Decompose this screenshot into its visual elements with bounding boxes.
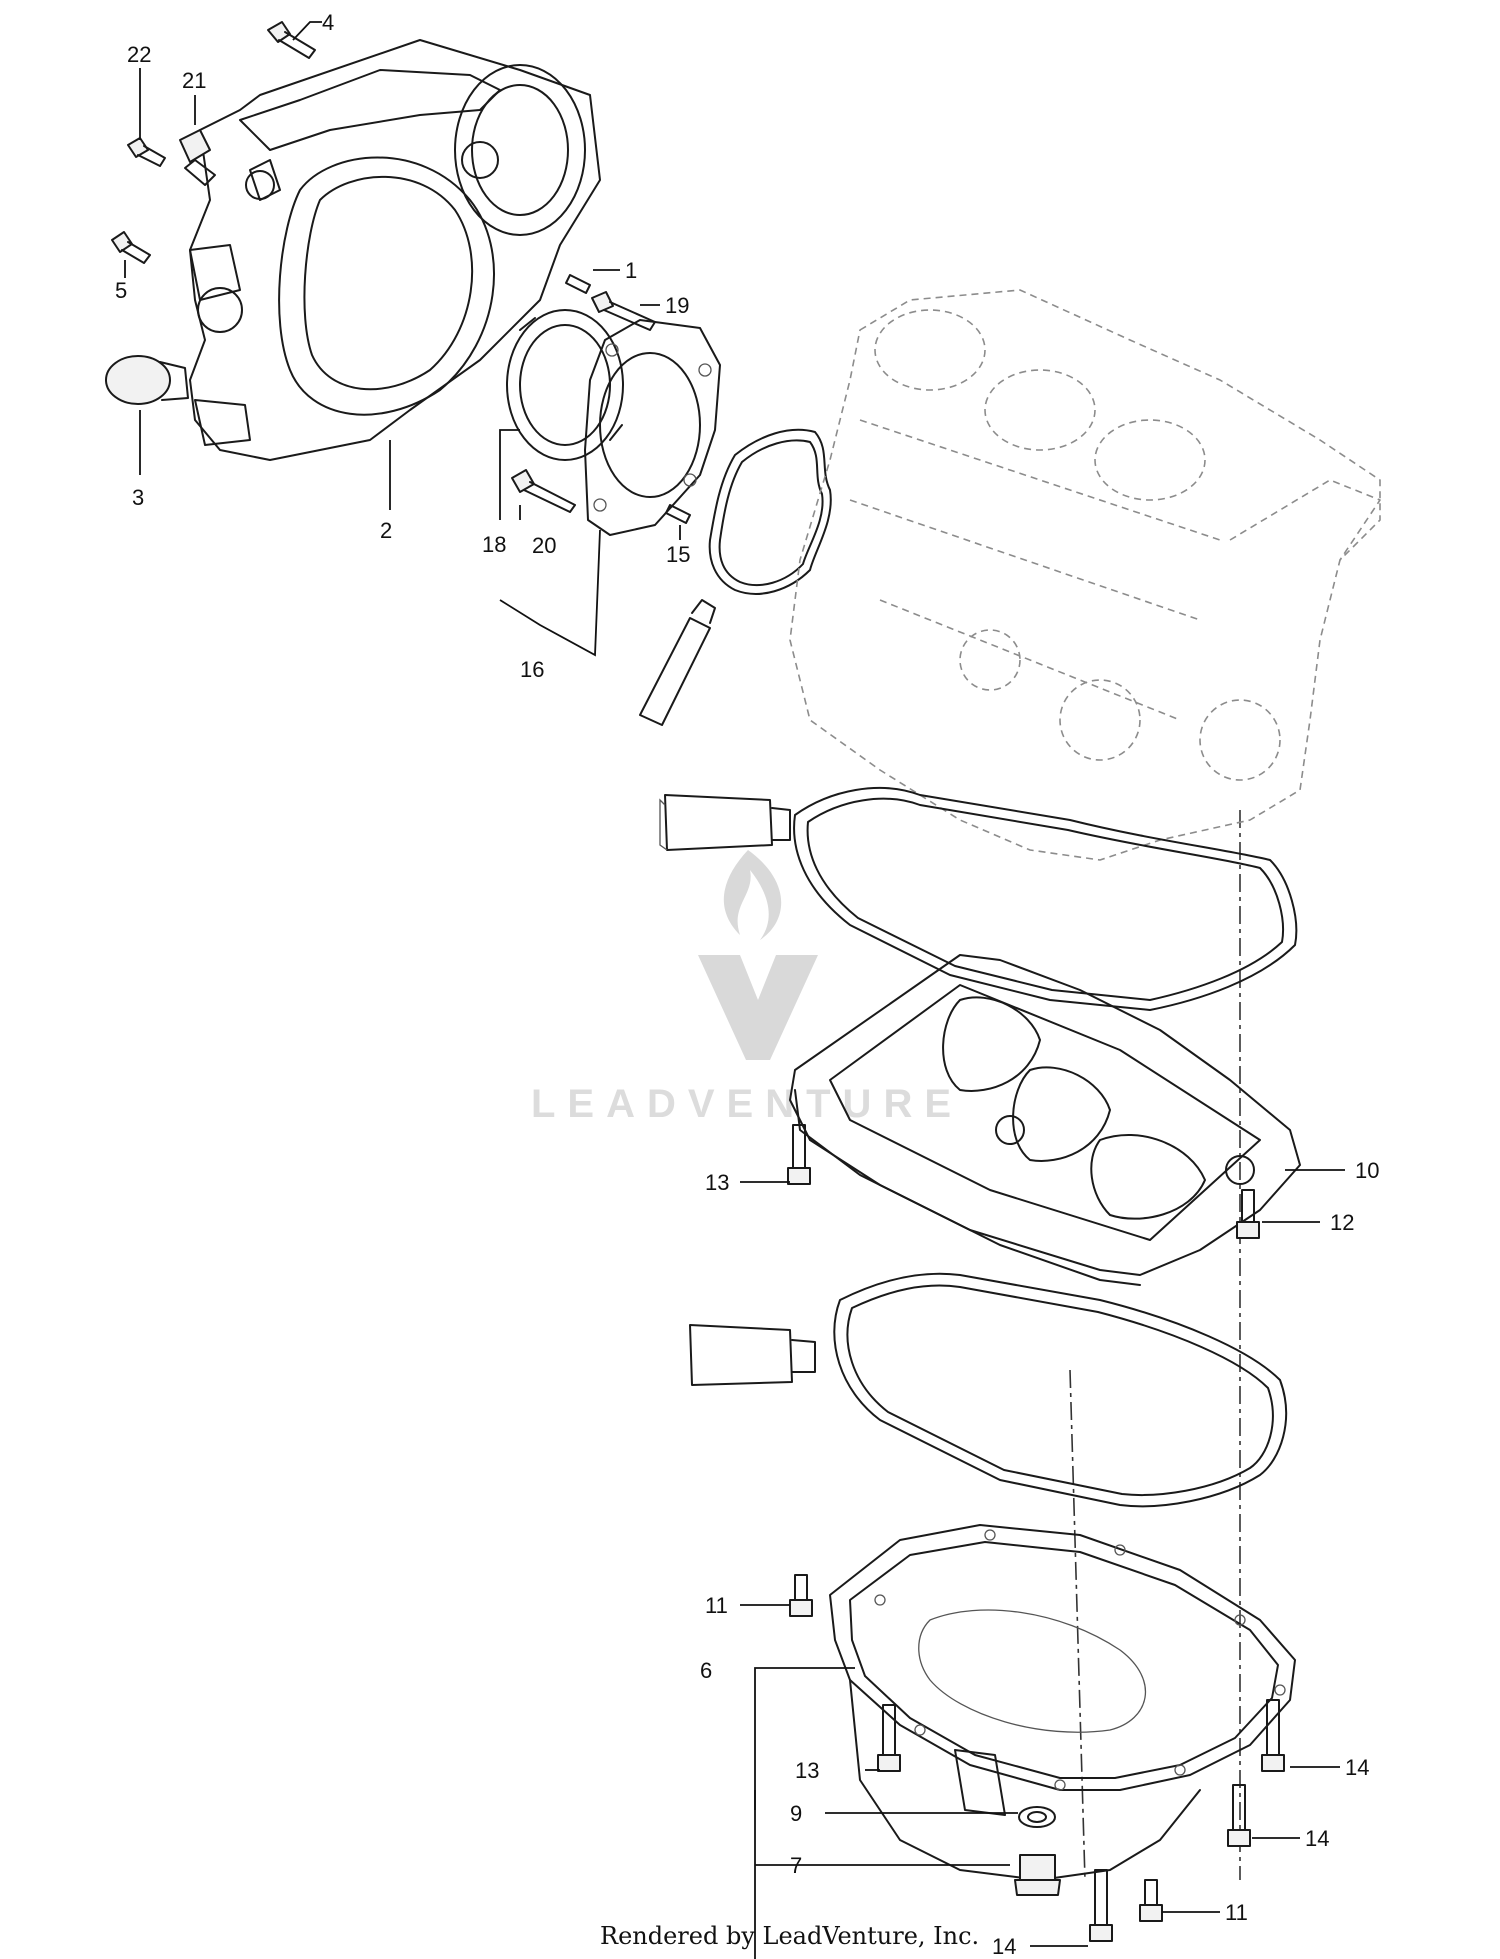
callout-14-right: 14 <box>1345 1755 1369 1780</box>
bolt-11-left <box>789 1574 813 1617</box>
oil-pan-gasket-upper-inner <box>806 797 1284 1001</box>
oil-seal-18 <box>506 309 624 461</box>
drain-plug-7 <box>1014 1854 1061 1896</box>
callout-11-left: 11 <box>705 1593 728 1618</box>
callout-18: 18 <box>482 532 506 557</box>
dowel-pin-1 <box>565 274 591 294</box>
callout-16: 16 <box>520 657 544 682</box>
lower-oil-pan-6 <box>829 1524 1296 1881</box>
callout-11-bottom: 11 <box>1225 1900 1248 1925</box>
bolt-13-lower <box>877 1704 901 1772</box>
callout-labels: 4 22 21 5 3 2 1 19 18 20 15 16 13 10 12 … <box>115 10 1379 1959</box>
callout-10: 10 <box>1355 1158 1379 1183</box>
cylinder-block-reference <box>789 289 1381 861</box>
bolt-14-bottom <box>1089 1869 1113 1942</box>
housing-gasket-inner <box>718 439 824 587</box>
callout-14-mid: 14 <box>1305 1826 1329 1851</box>
bolt-12 <box>1236 1189 1260 1239</box>
sensor-21 <box>179 129 216 186</box>
watermark-text: LEADVENTURE <box>531 1082 963 1126</box>
callout-15: 15 <box>666 542 690 567</box>
bolt-5 <box>111 231 151 264</box>
callout-4: 4 <box>322 10 334 35</box>
callout-20: 20 <box>532 533 556 558</box>
bolt-14-mid <box>1227 1784 1251 1847</box>
bolt-4 <box>267 21 316 59</box>
bolt-19 <box>591 291 656 331</box>
callout-1: 1 <box>625 258 637 283</box>
callout-7: 7 <box>790 1853 802 1878</box>
callout-3: 3 <box>132 485 144 510</box>
bolt-13-upper <box>787 1124 811 1185</box>
oil-pan-gasket-lower <box>833 1272 1288 1508</box>
bolt-14-right <box>1261 1699 1285 1772</box>
callout-12: 12 <box>1330 1210 1354 1235</box>
bolt-22 <box>127 137 166 167</box>
sealant-tube-1 <box>639 599 716 726</box>
washer-9 <box>1018 1806 1056 1828</box>
leadventure-watermark-logo: LEADVENTURE <box>531 850 963 1126</box>
callout-14-bottom: 14 <box>992 1934 1016 1959</box>
callout-19: 19 <box>665 293 689 318</box>
center-line-2 <box>1069 1369 1086 1881</box>
footer-credit: Rendered by LeadVenture, Inc. <box>600 1922 979 1950</box>
flywheel-housing <box>189 39 601 461</box>
oil-pan-gasket-lower-inner <box>846 1284 1274 1496</box>
callout-13-upper: 13 <box>705 1170 729 1195</box>
callout-21: 21 <box>182 68 206 93</box>
bolt-11-bottom <box>1139 1879 1163 1922</box>
bolt-20 <box>511 469 576 513</box>
oil-seal-case-16 <box>584 319 721 536</box>
washer-9-hole <box>1027 1811 1047 1823</box>
callout-13-lower: 13 <box>795 1758 819 1783</box>
callout-6: 6 <box>700 1658 712 1683</box>
callout-2: 2 <box>380 518 392 543</box>
dowel-pin-15 <box>665 504 691 524</box>
oil-pan-gasket-upper <box>793 786 1298 1011</box>
sealant-tube-2 <box>659 794 791 851</box>
sealant-tube-3 <box>689 1324 816 1386</box>
callout-5: 5 <box>115 278 127 303</box>
callout-22: 22 <box>127 42 151 67</box>
upper-oil-pan-10 <box>789 954 1301 1286</box>
leader-lines <box>124 21 1345 1959</box>
housing-gasket <box>708 428 832 595</box>
plug-cap <box>105 355 189 405</box>
callout-9: 9 <box>790 1801 802 1826</box>
